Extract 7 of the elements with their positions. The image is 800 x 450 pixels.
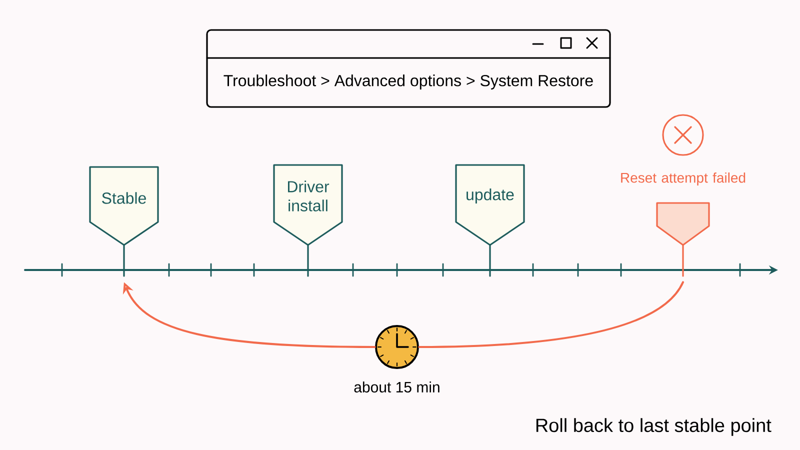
- marker-flag: update: [455, 164, 525, 277]
- marker-caption: Reset attempt failed: [621, 172, 746, 186]
- marker-flag: Stable: [89, 166, 159, 277]
- marker-flag: Driver install: [273, 164, 343, 277]
- caption-text: Roll back to last stable point: [536, 418, 772, 436]
- window-box: Troubleshoot > Advanced options > System Restore: [206, 29, 611, 108]
- clock-caption: about 15 min: [354, 382, 440, 392]
